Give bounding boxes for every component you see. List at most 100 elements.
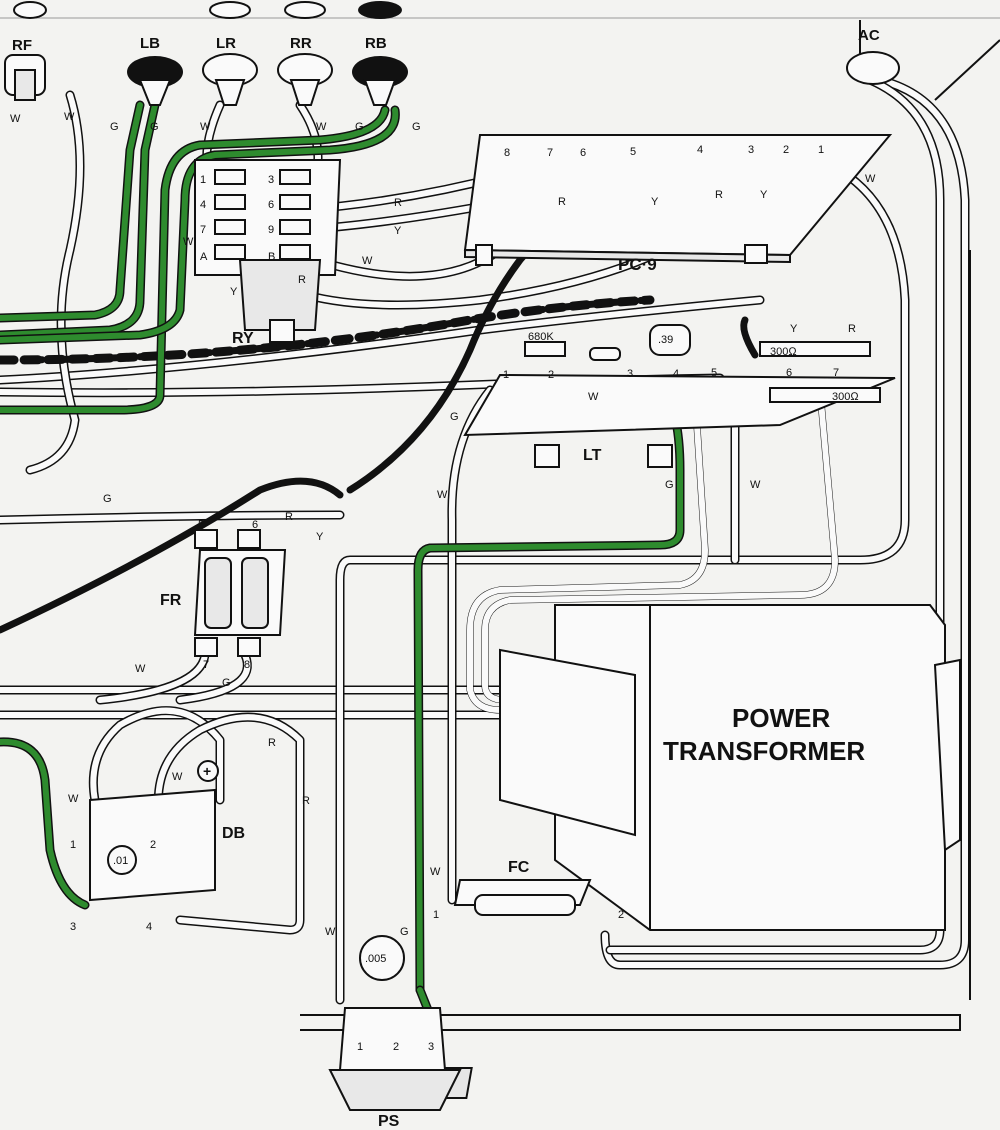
fuse-relay-pin-6: 6 <box>252 519 258 531</box>
jack-lr: LR <box>202 35 258 106</box>
jack-rb: RB <box>352 35 408 106</box>
capacitor-01-label: .01 <box>113 855 128 867</box>
fuse-clip-label: FC <box>508 859 530 876</box>
code-g-2: G <box>150 121 159 133</box>
fuse-clip: FC 1 2 <box>433 859 624 921</box>
capacitor-39 <box>649 324 691 356</box>
code-r-2: R <box>558 196 566 208</box>
lug-pin-4: 4 <box>673 368 679 380</box>
jack-lr-label: LR <box>216 35 236 52</box>
code-r-6: R <box>285 511 293 523</box>
power-switch-label: PS <box>378 1113 400 1130</box>
jack-lb: LB <box>127 35 183 106</box>
fuse-relay-pin-8: 8 <box>244 659 250 671</box>
jack-rb-label: RB <box>365 35 387 52</box>
fuse-relay-label: FR <box>160 592 182 609</box>
diode-bridge-pin-2: 2 <box>150 839 156 851</box>
code-r-5: R <box>848 323 856 335</box>
code-w-9: W <box>750 479 761 491</box>
code-w-1: W <box>10 113 21 125</box>
resistor-680k <box>524 341 566 357</box>
code-y-1: Y <box>394 225 402 237</box>
lug-pin-3: 3 <box>627 368 633 380</box>
resistor-300-b-label: 300Ω <box>832 391 859 403</box>
code-w-12: W <box>172 771 183 783</box>
lug-strip: 680K .39 300Ω 300Ω LT 1 2 3 4 5 6 7 <box>463 324 896 468</box>
code-y-5: Y <box>790 323 798 335</box>
capacitor-01 <box>107 845 137 875</box>
pc-board-pin-7: 7 <box>547 147 553 159</box>
resistor-300-a <box>759 341 871 357</box>
relay-pin-b: B <box>268 251 275 263</box>
fuse-clip-pin-1: 1 <box>433 909 439 921</box>
code-w-7: W <box>362 255 373 267</box>
diode-bridge-pin-1: 1 <box>70 839 76 851</box>
code-w-14: W <box>430 866 441 878</box>
diode-bridge-pin-4: 4 <box>146 921 152 933</box>
pc-board-label: PC·9 <box>618 255 657 274</box>
code-g-9: G <box>400 926 409 938</box>
pc-board-pin-1: 1 <box>818 144 824 156</box>
code-y-3: Y <box>760 189 768 201</box>
code-w-10: W <box>437 489 448 501</box>
code-g-5: G <box>450 411 459 423</box>
code-w-5: W <box>865 173 876 185</box>
relay-pin-1: 1 <box>200 174 206 186</box>
diode <box>589 347 621 361</box>
code-w-15: W <box>325 926 336 938</box>
code-w-6: W <box>183 236 194 248</box>
pc-board-pin-2: 2 <box>783 144 789 156</box>
code-r-4: R <box>298 274 306 286</box>
fuse-relay-pin-5: 5 <box>198 519 204 531</box>
black-wires <box>0 146 839 714</box>
code-g-4: G <box>412 121 421 133</box>
capacitor-005 <box>359 935 405 981</box>
fuse-clip-pin-2: 2 <box>618 909 624 921</box>
code-y-4: Y <box>230 286 238 298</box>
relay-pin-a: A <box>200 251 208 263</box>
code-y-6: Y <box>316 531 324 543</box>
pc-board-pin-6: 6 <box>580 147 586 159</box>
relay-pin-9: 9 <box>268 224 274 236</box>
code-w-3: W <box>200 121 211 133</box>
code-w-8: W <box>588 391 599 403</box>
code-r-1: R <box>394 197 402 209</box>
power-switch-pin-2: 2 <box>393 1041 399 1053</box>
diode-bridge-plus: + <box>203 763 211 779</box>
power-transformer: POWER TRANSFORMER <box>499 604 961 931</box>
code-w-2: W <box>64 111 75 123</box>
pc-board-pin-3: 3 <box>748 144 754 156</box>
code-w-11: W <box>135 663 146 675</box>
lug-pin-6: 6 <box>786 367 792 379</box>
pc-board-pin-8: 8 <box>504 147 510 159</box>
code-r-8: R <box>302 795 310 807</box>
jack-rr: RR <box>277 35 333 106</box>
lug-pin-1: 1 <box>503 369 509 381</box>
code-y-2: Y <box>651 196 659 208</box>
transformer-label-line-2: TRANSFORMER <box>663 736 865 766</box>
plus-icon <box>197 760 219 782</box>
code-r-3: R <box>715 189 723 201</box>
relay-pin-4: 4 <box>200 199 206 211</box>
jack-rr-label: RR <box>290 35 312 52</box>
pc-board-pin-5: 5 <box>630 146 636 158</box>
top-panel-knobs <box>13 1 402 19</box>
capacitor-005-label: .005 <box>365 953 386 965</box>
code-g-3: G <box>355 121 364 133</box>
lug-pin-7: 7 <box>833 367 839 379</box>
jack-rf: RF <box>4 37 46 101</box>
diode-bridge-pin-3: 3 <box>70 921 76 933</box>
relay: RY 1 3 4 6 7 9 A B <box>194 159 342 347</box>
jack-rf-label: RF <box>12 37 32 54</box>
code-w-4: W <box>316 121 327 133</box>
pc-board-pin-4: 4 <box>697 144 703 156</box>
jack-lb-label: LB <box>140 35 160 52</box>
relay-label: RY <box>232 330 254 347</box>
lug-strip-label: LT <box>583 447 602 464</box>
code-g-8: G <box>222 677 231 689</box>
code-g-6: G <box>665 479 674 491</box>
resistor-300-a-label: 300Ω <box>770 346 797 358</box>
lug-pin-5: 5 <box>711 367 717 379</box>
lug-pin-2: 2 <box>548 369 554 381</box>
relay-pin-7: 7 <box>200 224 206 236</box>
